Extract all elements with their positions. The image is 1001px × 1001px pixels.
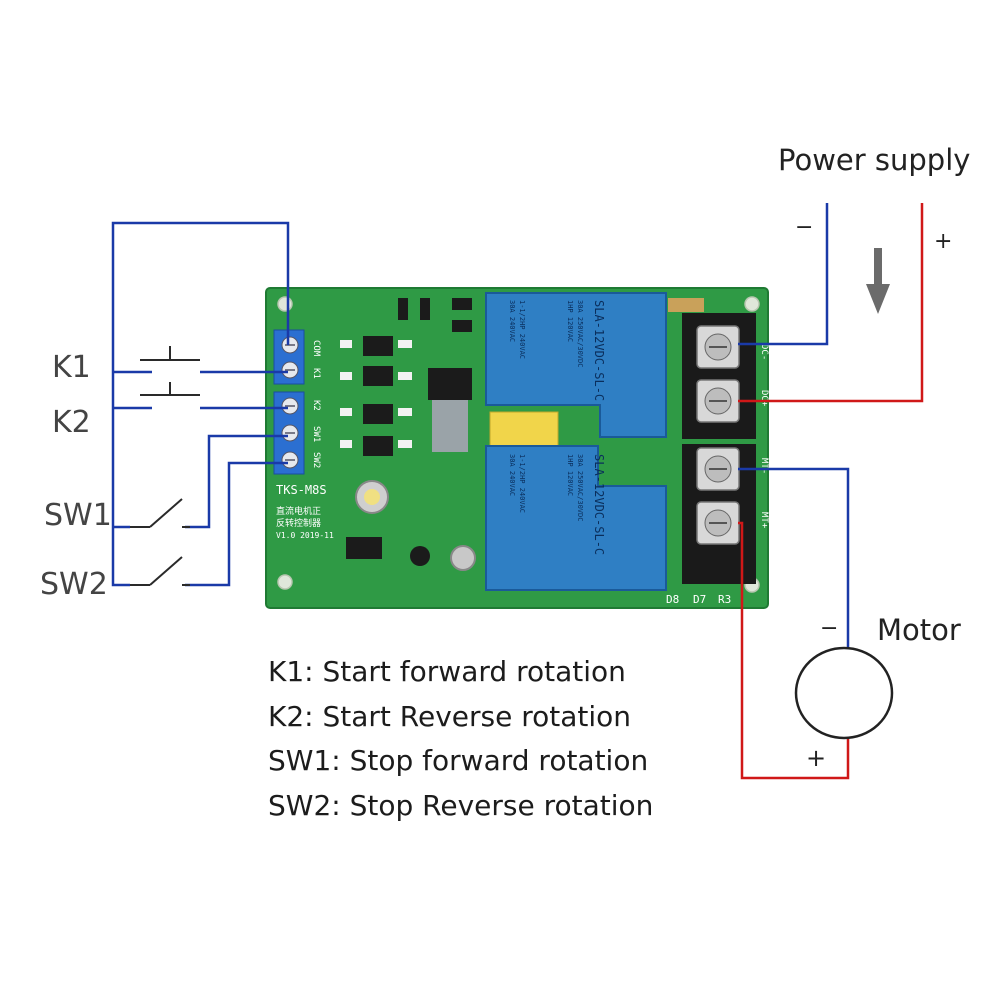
smd-diode	[452, 298, 472, 310]
power-plus-sign: +	[934, 229, 952, 254]
label-sw2: SW2	[40, 567, 108, 602]
k2-button	[140, 382, 200, 396]
legend: K1: Start forward rotation K2: Start Rev…	[268, 650, 653, 828]
motor-plus-sign: +	[806, 744, 826, 772]
pin-label-mt-plus: MT+	[759, 512, 769, 529]
label-sw1: SW1	[44, 498, 112, 533]
power-wiring	[738, 203, 924, 403]
output-terminal-block	[668, 298, 756, 584]
wire-motor-minus	[738, 467, 850, 650]
smd-resistor	[398, 298, 408, 320]
wire-sw1	[185, 434, 288, 529]
input-wiring	[111, 221, 290, 587]
legend-sw1: SW1: Stop forward rotation	[268, 744, 649, 777]
heatsink-tab	[432, 400, 468, 452]
board-model: TKS-M8S	[276, 483, 327, 497]
capacitor	[450, 545, 476, 571]
legend-k2: K2: Start Reverse rotation	[268, 699, 632, 733]
optocoupler-chip	[363, 336, 393, 356]
mount-hole	[277, 574, 293, 590]
optocoupler-chip	[363, 366, 393, 386]
mount-hole	[744, 296, 760, 312]
relay-top: SLA-12VDC-SL-C 30A 250VAC/30VDC 1HP 120V…	[485, 292, 667, 438]
silk-d7: D7	[693, 593, 706, 606]
pin-label-dc-minus: DC-	[759, 344, 769, 360]
motor-icon	[794, 646, 894, 740]
arrow-down-icon	[866, 248, 890, 314]
smd-diode	[452, 320, 472, 332]
motor-minus-sign: −	[820, 616, 838, 641]
motor-wiring	[738, 467, 850, 780]
wire-com	[111, 221, 290, 587]
regulator-chip	[428, 368, 472, 400]
optocoupler-chip	[363, 404, 393, 424]
inductor	[410, 546, 430, 566]
optocoupler-chip	[363, 436, 393, 456]
label-k2: K2	[52, 405, 91, 440]
board-subtitle-2: 反转控制器	[276, 517, 321, 529]
relay-spec: 1-1/2HP 240VAC	[518, 454, 526, 513]
relay-spec: 30A 240VAC	[508, 454, 516, 496]
pin-label-sw1: SW1	[311, 426, 321, 442]
silk-d8: D8	[666, 593, 679, 606]
legend-sw2: SW2: Stop Reverse rotation	[268, 788, 654, 822]
relay-bottom: SLA-12VDC-SL-C 30A 250VAC/30VDC 1HP 120V…	[485, 445, 667, 591]
relay-model-label: SLA-12VDC-SL-C	[592, 454, 606, 555]
relay-spec: 30A 250VAC/30VDC	[576, 454, 584, 521]
pin-label-k2: K2	[311, 400, 321, 411]
relay-spec: 1HP 120VAC	[566, 300, 574, 342]
silk-r3: R3	[718, 593, 731, 606]
pcb-board: COM K1 K2 SW1 SW2	[265, 287, 769, 609]
sw1-switch	[130, 498, 190, 528]
relay-spec: 30A 250VAC/30VDC	[576, 300, 584, 367]
wire-motor-plus	[738, 521, 850, 780]
film-capacitor	[489, 411, 559, 447]
wire-sw2	[185, 461, 288, 587]
resistor	[668, 298, 704, 312]
power-supply-title: Power supply	[778, 143, 970, 177]
legend-k1: K1: Start forward rotation	[268, 655, 626, 688]
board-subtitle: 直流电机正	[276, 505, 321, 517]
pin-label-sw2: SW2	[311, 452, 321, 468]
board-version: V1.0 2019-11	[276, 531, 334, 540]
relay-model-label: SLA-12VDC-SL-C	[592, 300, 606, 401]
pin-label-mt-minus: MT-	[759, 458, 769, 474]
mount-hole	[277, 296, 293, 312]
driver-chip	[346, 537, 382, 559]
pin-label-dc-plus: DC+	[759, 390, 769, 407]
power-minus-sign: −	[795, 215, 813, 240]
capacitor-top	[364, 489, 380, 505]
pin-label-com: COM	[311, 340, 321, 357]
relay-spec: 1HP 120VAC	[566, 454, 574, 496]
label-k1: K1	[52, 350, 91, 385]
k1-button	[140, 346, 200, 361]
motor-title: Motor	[877, 613, 961, 647]
wire-power-plus	[738, 203, 924, 403]
smd-resistor	[420, 298, 430, 320]
relay-spec: 30A 240VAC	[508, 300, 516, 342]
relay-spec: 1-1/2HP 240VAC	[518, 300, 526, 359]
wire-power-minus	[738, 203, 829, 346]
sw2-switch	[130, 556, 190, 586]
pin-label-k1: K1	[311, 368, 321, 379]
